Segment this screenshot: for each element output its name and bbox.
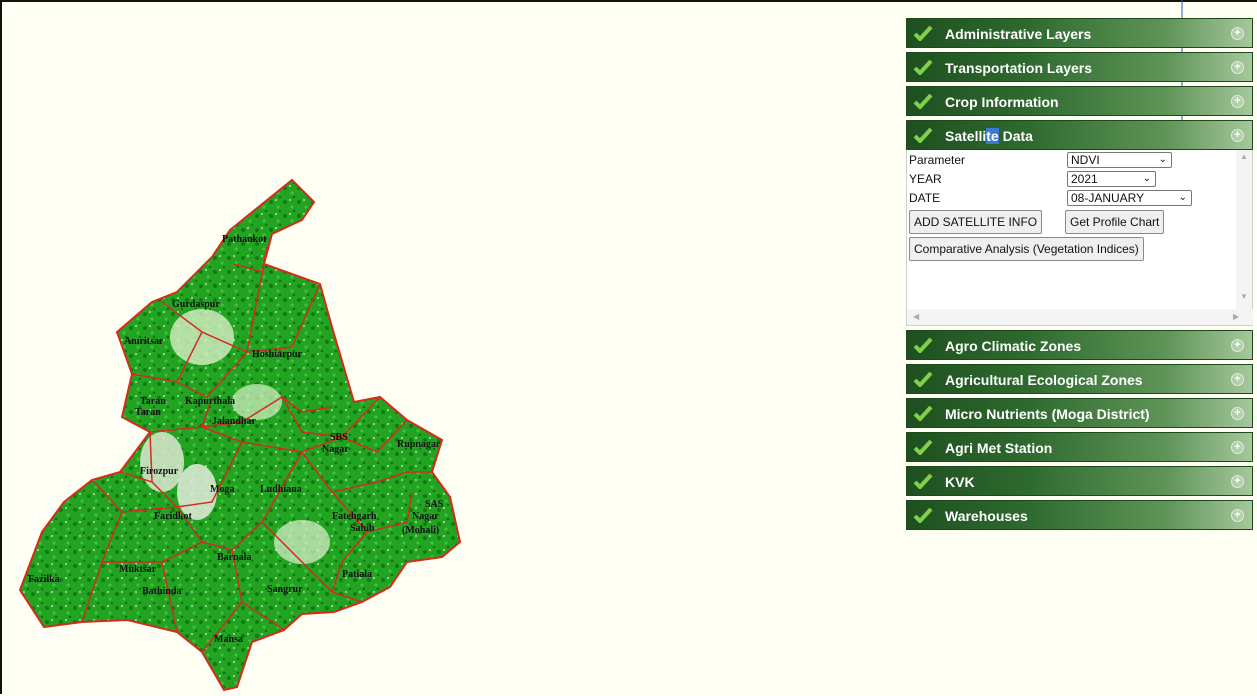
layer-transportation[interactable]: Transportation Layers + — [906, 52, 1253, 82]
layer-agricultural-ecological-zones[interactable]: Agricultural Ecological Zones + — [906, 364, 1253, 394]
label-sangrur: Sangrur — [267, 584, 303, 595]
layer-label: Agricultural Ecological Zones — [945, 372, 1143, 388]
expand-icon[interactable]: + — [1231, 509, 1244, 522]
checkmark-icon — [913, 127, 933, 143]
layer-micro-nutrients[interactable]: Micro Nutrients (Moga District) + — [906, 398, 1253, 428]
label-sas-nagar: Nagar — [412, 511, 439, 522]
chevron-down-icon: ⌄ — [1178, 192, 1187, 203]
expand-icon[interactable]: + — [1231, 129, 1244, 142]
layer-agro-climatic-zones[interactable]: Agro Climatic Zones + — [906, 330, 1253, 360]
expand-icon[interactable]: + — [1231, 373, 1244, 386]
checkmark-icon — [913, 59, 933, 75]
scroll-right-icon[interactable]: ▶ — [1233, 312, 1240, 321]
punjab-map[interactable]: Pathankot Gurdaspur Amritsar Hoshiarpur … — [2, 2, 902, 696]
horizontal-scrollbar[interactable]: ◀ ▶ — [907, 309, 1253, 325]
year-select[interactable]: 2021⌄ — [1067, 171, 1156, 187]
chevron-down-icon: ⌄ — [1158, 154, 1167, 165]
label-ludhiana: Ludhiana — [260, 484, 302, 495]
fallow-area — [232, 384, 282, 420]
district-labels: Pathankot Gurdaspur Amritsar Hoshiarpur … — [28, 234, 444, 645]
expand-icon[interactable]: + — [1231, 61, 1244, 74]
label-faridkot: Faridkot — [154, 511, 192, 522]
layer-label: Administrative Layers — [945, 26, 1092, 42]
checkmark-icon — [913, 371, 933, 387]
layer-crop-information[interactable]: Crop Information + — [906, 86, 1253, 116]
checkmark-icon — [913, 337, 933, 353]
label-amritsar: Amritsar — [124, 336, 164, 347]
satellite-data-panel: Parameter NDVI⌄ YEAR 2021⌄ DATE 08-JANUA… — [906, 150, 1253, 326]
label-sas: SAS — [425, 499, 444, 510]
label-moga: Moga — [210, 484, 234, 495]
date-select[interactable]: 08-JANUARY⌄ — [1067, 190, 1192, 206]
layer-label: Transportation Layers — [945, 60, 1093, 76]
label-taran: Taran — [135, 407, 161, 418]
label-gurdaspur: Gurdaspur — [172, 299, 220, 310]
layer-administrative[interactable]: Administrative Layers + — [906, 18, 1253, 48]
chevron-down-icon: ⌄ — [1142, 173, 1151, 184]
label-fazilka: Fazilka — [28, 574, 60, 585]
label-sbs: SBS — [330, 432, 348, 443]
layer-label: KVK — [945, 474, 975, 490]
expand-icon[interactable]: + — [1231, 95, 1244, 108]
layer-label: Agri Met Station — [945, 440, 1053, 456]
checkmark-icon — [913, 439, 933, 455]
comparative-analysis-button[interactable]: Comparative Analysis (Vegetation Indices… — [909, 237, 1144, 261]
label-firozpur: Firozpur — [140, 466, 179, 477]
expand-icon[interactable]: + — [1231, 475, 1244, 488]
checkmark-icon — [913, 473, 933, 489]
punjab-outline — [18, 178, 462, 692]
layer-label: Agro Climatic Zones — [945, 338, 1082, 354]
add-satellite-info-button[interactable]: ADD SATELLITE INFO — [909, 210, 1043, 234]
label-hoshiarpur: Hoshiarpur — [252, 349, 303, 360]
label-mohali: (Mohali) — [402, 525, 439, 536]
label-fatehgarh: Fatehgarh — [332, 511, 377, 522]
layer-satellite-data[interactable]: Satellite Data + — [906, 120, 1253, 150]
checkmark-icon — [913, 25, 933, 41]
scroll-left-icon[interactable]: ◀ — [913, 312, 920, 321]
layer-agri-met-station[interactable]: Agri Met Station + — [906, 432, 1253, 462]
expand-icon[interactable]: + — [1231, 407, 1244, 420]
layer-warehouses[interactable]: Warehouses + — [906, 500, 1253, 530]
label-kapurthala: Kapurthala — [185, 396, 235, 407]
checkmark-icon — [913, 507, 933, 523]
layers-panel: Administrative Layers + Transportation L… — [906, 18, 1253, 534]
date-label: DATE — [909, 191, 941, 205]
parameter-label: Parameter — [909, 153, 966, 167]
layer-label: Micro Nutrients (Moga District) — [945, 406, 1150, 422]
vertical-scrollbar[interactable]: ▲ ▼ — [1236, 150, 1252, 310]
label-sbs-nagar: Nagar — [322, 444, 349, 455]
scroll-down-icon[interactable]: ▼ — [1240, 292, 1248, 301]
label-jalandhar: Jalandhar — [212, 416, 256, 427]
layer-kvk[interactable]: KVK + — [906, 466, 1253, 496]
checkmark-icon — [913, 93, 933, 109]
scroll-up-icon[interactable]: ▲ — [1240, 152, 1248, 161]
label-barnala: Barnala — [217, 552, 251, 563]
expand-icon[interactable]: + — [1231, 339, 1244, 352]
label-bathinda: Bathinda — [142, 586, 181, 597]
label-patiala: Patiala — [342, 569, 372, 580]
label-rupnagar: Rupnagar — [397, 439, 441, 450]
label-pathankot: Pathankot — [222, 234, 267, 245]
checkmark-icon — [913, 405, 933, 421]
label-tarn: Taran — [140, 396, 166, 407]
label-sahib: Sahib — [350, 523, 375, 534]
parameter-select[interactable]: NDVI⌄ — [1067, 152, 1172, 168]
district-boundaries — [81, 246, 432, 653]
fallow-area — [274, 520, 330, 564]
fallow-area — [140, 432, 184, 492]
year-label: YEAR — [909, 172, 942, 186]
label-muktsar: Muktsar — [119, 564, 157, 575]
fallow-area — [170, 309, 234, 365]
expand-icon[interactable]: + — [1231, 27, 1244, 40]
expand-icon[interactable]: + — [1231, 441, 1244, 454]
layer-label: Crop Information — [945, 94, 1059, 110]
label-mansa: Mansa — [214, 634, 243, 645]
get-profile-chart-button[interactable]: Get Profile Chart — [1065, 210, 1165, 234]
layer-label: Warehouses — [945, 508, 1028, 524]
layer-label: Satellite Data — [945, 128, 1033, 144]
